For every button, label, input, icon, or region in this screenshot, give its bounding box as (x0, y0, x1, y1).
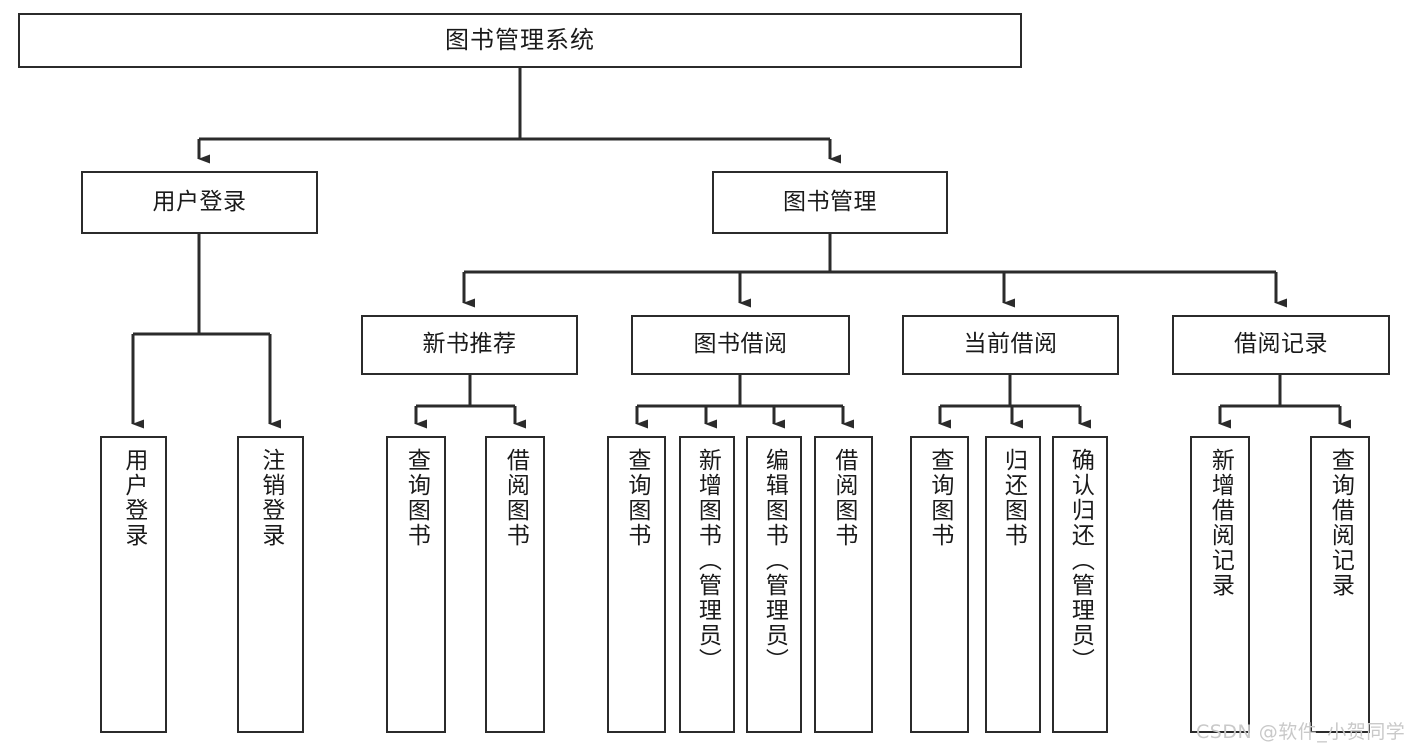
node-label: 新增借阅记录 (1207, 448, 1234, 598)
node-book-manage[interactable]: 图书管理 (712, 171, 948, 234)
node-leaf-query-book-2[interactable]: 查询图书 (607, 436, 666, 733)
node-leaf-query-record[interactable]: 查询借阅记录 (1310, 436, 1370, 733)
node-label: 图书借阅 (693, 331, 788, 358)
node-label: 借阅图书 (502, 448, 529, 548)
node-leaf-logout[interactable]: 注销登录 (237, 436, 304, 733)
node-label: 新增图书（管理员） (694, 448, 721, 673)
node-root[interactable]: 图书管理系统 (18, 13, 1022, 68)
node-label: 注销登录 (257, 448, 284, 548)
node-label: 用户登录 (152, 188, 247, 215)
node-leaf-add-book[interactable]: 新增图书（管理员） (679, 436, 735, 733)
node-label: 查询图书 (926, 448, 953, 548)
node-label: 查询图书 (623, 448, 650, 548)
node-label: 编辑图书（管理员） (761, 448, 788, 673)
node-leaf-query-book-3[interactable]: 查询图书 (910, 436, 969, 733)
node-label: 图书管理 (783, 188, 877, 215)
node-book-borrow[interactable]: 图书借阅 (631, 315, 850, 375)
node-label: 归还图书 (1000, 448, 1027, 548)
node-label: 用户登录 (120, 448, 147, 548)
node-new-book-rec[interactable]: 新书推荐 (361, 315, 578, 375)
node-label: 查询图书 (403, 448, 430, 548)
node-leaf-return-book[interactable]: 归还图书 (985, 436, 1041, 733)
node-leaf-confirm-return[interactable]: 确认归还（管理员） (1052, 436, 1108, 733)
node-label: 图书管理系统 (445, 26, 595, 55)
node-label: 借阅记录 (1234, 331, 1328, 358)
csdn-watermark: CSDN @软件_小贺同学 (1196, 721, 1405, 743)
node-label: 确认归还（管理员） (1067, 448, 1094, 673)
node-leaf-add-record[interactable]: 新增借阅记录 (1190, 436, 1250, 733)
node-label: 借阅图书 (830, 448, 857, 548)
node-leaf-user-login[interactable]: 用户登录 (100, 436, 167, 733)
node-label: 当前借阅 (963, 331, 1058, 358)
node-user-login[interactable]: 用户登录 (81, 171, 318, 234)
node-leaf-borrow-book-1[interactable]: 借阅图书 (485, 436, 545, 733)
node-leaf-borrow-book-2[interactable]: 借阅图书 (814, 436, 873, 733)
node-label: 新书推荐 (422, 331, 517, 358)
node-label: 查询借阅记录 (1327, 448, 1354, 598)
node-borrow-record[interactable]: 借阅记录 (1172, 315, 1390, 375)
node-current-borrow[interactable]: 当前借阅 (902, 315, 1119, 375)
node-leaf-query-book-1[interactable]: 查询图书 (386, 436, 446, 733)
node-leaf-edit-book[interactable]: 编辑图书（管理员） (746, 436, 802, 733)
